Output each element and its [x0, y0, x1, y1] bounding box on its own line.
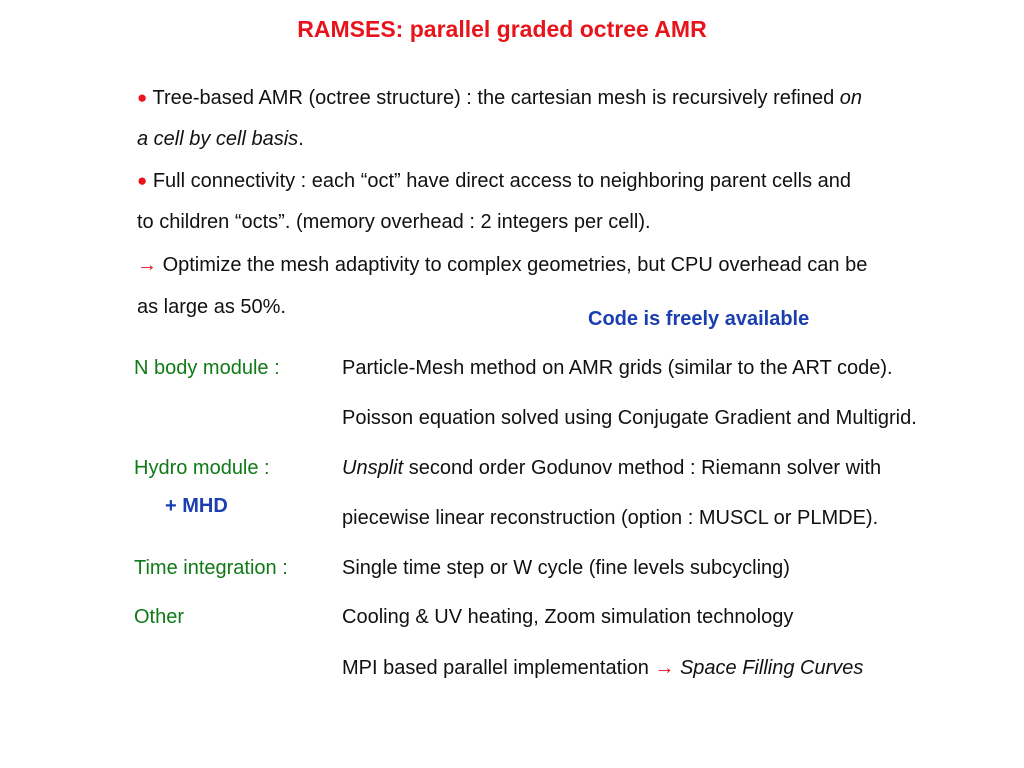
bullet-2-line-1: ● Full connectivity : each “oct” have di… [137, 169, 851, 194]
code-availability-note: Code is freely available [588, 308, 810, 330]
time-integration-desc: Single time step or W cycle (fine levels… [342, 557, 790, 579]
hydro-desc-1-rest: second order Godunov method : Riemann so… [403, 457, 882, 479]
nbody-desc-1: Particle-Mesh method on AMR grids (simil… [342, 357, 893, 379]
bullet-2-text: Full connectivity : each “oct” have dire… [152, 170, 851, 192]
hydro-desc-1: Unsplit second order Godunov method : Ri… [342, 456, 881, 480]
right-arrow-icon: → [137, 254, 157, 276]
hydro-desc-2: piecewise linear reconstruction (option … [342, 507, 879, 529]
bullet-1-italic-on: on [839, 87, 863, 109]
bullet-dot-icon: ● [137, 88, 148, 107]
nbody-module-label: N body module : [134, 357, 280, 379]
hydro-module-label: Hydro module : [134, 457, 270, 479]
hydro-unsplit-italic: Unsplit [342, 457, 404, 479]
bullet-dot-icon: ● [137, 171, 148, 190]
other-desc-2-text: MPI based parallel implementation [342, 657, 655, 679]
bullet-3-line-2: as large as 50%. [137, 296, 286, 318]
bullet-1-line-1: ● Tree-based AMR (octree structure) : th… [137, 86, 862, 111]
mhd-label: + MHD [165, 495, 228, 517]
slide-title: RAMSES: parallel graded octree AMR [297, 16, 707, 42]
nbody-desc-2: Poisson equation solved using Conjugate … [342, 407, 917, 429]
other-label: Other [134, 606, 185, 628]
bullet-3-text: Optimize the mesh adaptivity to complex … [162, 254, 868, 276]
bullet-2-line-2: to children “octs”. (memory overhead : 2… [137, 211, 651, 233]
bullet-1-period: . [298, 128, 304, 150]
bullet-3-line-1: → Optimize the mesh adaptivity to comple… [137, 253, 867, 277]
bullet-1-italic-phrase: a cell by cell basis [137, 128, 299, 150]
right-arrow-icon: → [654, 657, 675, 679]
bullet-1-text: Tree-based AMR (octree structure) : the … [152, 87, 840, 109]
other-desc-1: Cooling & UV heating, Zoom simulation te… [342, 606, 794, 628]
time-integration-label: Time integration : [134, 557, 288, 579]
other-desc-2: MPI based parallel implementation → Spac… [342, 656, 863, 680]
bullet-1-line-2: a cell by cell basis. [137, 127, 304, 151]
space-filling-curves-italic: Space Filling Curves [679, 657, 864, 679]
